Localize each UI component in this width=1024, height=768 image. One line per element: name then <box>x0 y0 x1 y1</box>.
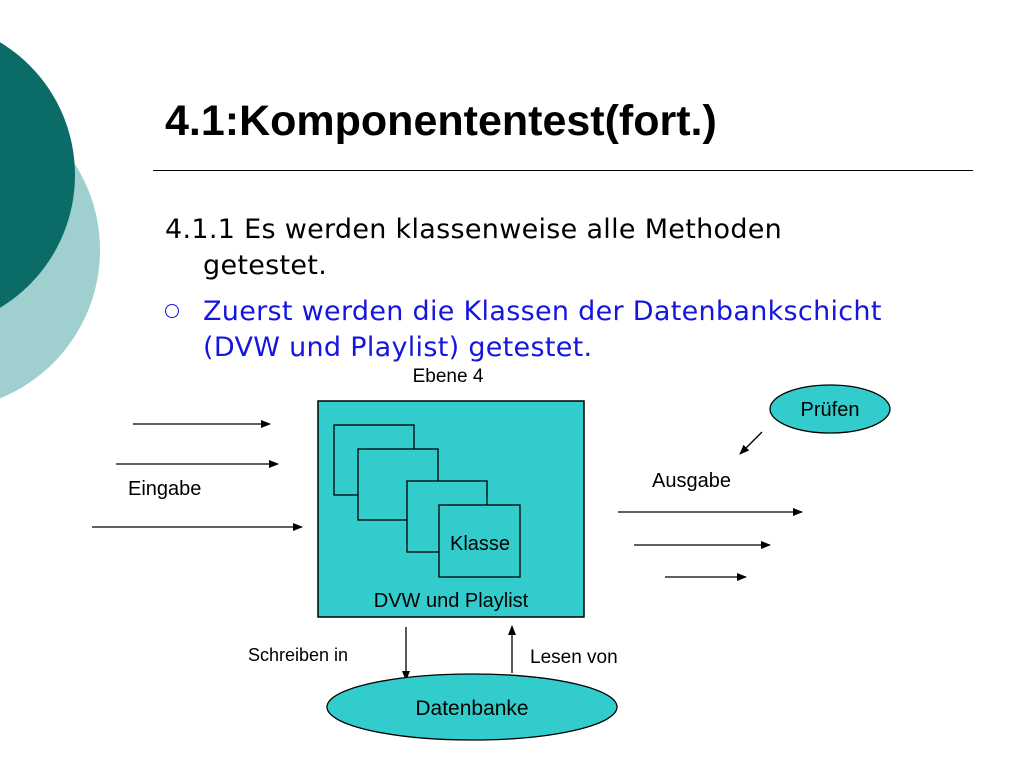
check-arrow <box>739 431 763 455</box>
bullet-1-line-2: getestet. <box>203 250 328 281</box>
class-label: Klasse <box>450 533 510 555</box>
read-label: Lesen von <box>530 647 618 668</box>
bullet-item-1: 4.1.1 Es werden klassenweise alle Method… <box>165 212 965 284</box>
class-box-4 <box>438 504 521 578</box>
database-ellipse <box>326 673 618 741</box>
decorative-circles <box>0 42 100 399</box>
write-label: Schreiben in <box>248 645 348 665</box>
input-label: Eingabe <box>128 478 201 500</box>
check-ellipse <box>769 384 891 434</box>
bullet-1-line-1: 4.1.1 Es werden klassenweise alle Method… <box>165 214 783 245</box>
bullet-2-line-1-wrap: Zuerst werden die Klassen der Datenbanks… <box>165 294 965 330</box>
slide-title: 4.1:Komponententest(fort.) <box>165 97 717 145</box>
bullet-2-line-2: (DVW und Playlist) getestet. <box>203 332 593 363</box>
output-label: Ausgabe <box>652 470 731 492</box>
layer-label: Ebene 4 <box>413 366 484 387</box>
bullet-2-line-1: Zuerst werden die Klassen der Datenbanks… <box>203 296 882 327</box>
bullet-item-2: Zuerst werden die Klassen der Datenbanks… <box>165 294 965 366</box>
database-label: Datenbanke <box>415 697 528 720</box>
title-underline <box>153 170 973 171</box>
component-label: DVW und Playlist <box>374 590 529 612</box>
circle-bullet-icon <box>165 304 179 318</box>
dark-teal-circle <box>0 42 75 308</box>
check-label: Prüfen <box>801 399 860 421</box>
